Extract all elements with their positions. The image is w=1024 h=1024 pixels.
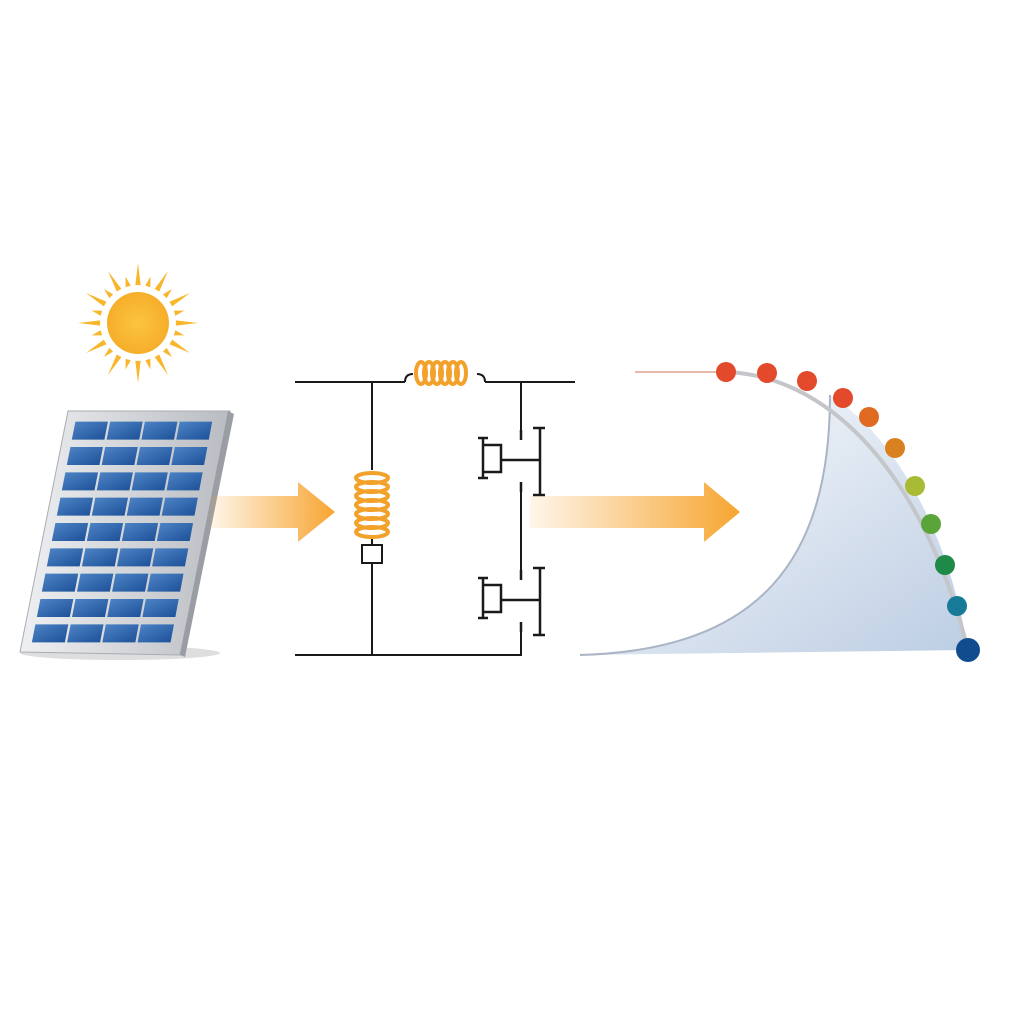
solar-cell — [72, 598, 109, 618]
sun-ray — [125, 358, 131, 370]
solar-cell — [91, 497, 129, 516]
solar-cell — [31, 624, 69, 643]
sun-ray — [145, 358, 151, 370]
mosfet-icon — [478, 566, 545, 637]
solar-cell — [107, 598, 144, 618]
solar-cell — [61, 472, 99, 491]
solar-cell — [56, 497, 94, 516]
sun-ray — [78, 320, 101, 326]
solar-cell — [41, 573, 79, 592]
arrow-right-icon — [530, 482, 740, 542]
solar-cell — [36, 598, 74, 618]
solar-cell — [176, 421, 213, 440]
power-curve — [579, 362, 980, 662]
solar-cell — [142, 598, 179, 618]
sun-ray — [145, 276, 151, 288]
solar-cell — [156, 522, 194, 542]
solar-cell — [46, 548, 84, 567]
solar-cell — [67, 624, 104, 643]
solar-cell — [71, 421, 108, 440]
sun-ray — [169, 293, 190, 307]
sun-ray — [125, 276, 131, 288]
curve-point — [905, 476, 925, 496]
curve-point — [947, 596, 967, 616]
solar-cell — [121, 522, 159, 542]
sun-ray — [108, 354, 122, 375]
mosfet-icon — [478, 426, 545, 497]
solar-cell — [171, 446, 208, 466]
sun-ray — [135, 263, 141, 286]
curve-point — [859, 407, 879, 427]
sun-ray — [86, 293, 107, 307]
solar-cell — [126, 497, 163, 516]
sun-ray — [173, 310, 185, 316]
solar-cell — [106, 421, 143, 440]
sun-ray — [162, 289, 172, 299]
curve-point — [757, 363, 777, 383]
converter-circuit — [295, 381, 575, 656]
solar-cell — [116, 548, 154, 567]
arrow-right-icon — [210, 482, 335, 542]
solar-cell — [96, 472, 133, 491]
sun-ray — [162, 347, 172, 357]
sun-ray — [91, 330, 103, 336]
curve-point — [833, 388, 853, 408]
solar-cell — [161, 497, 198, 516]
curve-point — [956, 638, 980, 662]
inductor-icon — [404, 360, 486, 386]
solar-cell — [81, 548, 119, 567]
sun-ray — [135, 360, 141, 383]
solar-cell — [136, 446, 173, 466]
sun-ray — [154, 271, 168, 292]
sun-ray — [173, 330, 185, 336]
sun-ray — [108, 271, 122, 292]
solar-cell — [147, 573, 184, 592]
solar-cell — [66, 446, 103, 466]
solar-cell — [141, 421, 178, 440]
solar-cell — [137, 624, 174, 643]
solar-cell — [101, 446, 138, 466]
solar-cell — [86, 522, 124, 542]
solar-panel-icon — [19, 410, 234, 660]
solar-cell — [131, 472, 168, 491]
sun-ray — [91, 310, 103, 316]
curve-point — [935, 555, 955, 575]
solar-cell — [51, 522, 89, 542]
curve-point — [797, 371, 817, 391]
sun-icon — [78, 263, 198, 383]
inductor-icon — [354, 471, 390, 539]
sun-ray — [86, 339, 107, 353]
solar-cell — [76, 573, 114, 592]
curve-point — [716, 362, 736, 382]
sun-ray — [154, 354, 168, 375]
sun-ray — [175, 320, 198, 326]
sun-ray — [104, 289, 114, 299]
sun-ray — [104, 347, 114, 357]
solar-cell — [112, 573, 149, 592]
curve-point — [885, 438, 905, 458]
sun-ray — [169, 339, 190, 353]
solar-cell — [152, 548, 189, 567]
solar-cell — [166, 472, 203, 491]
solar-cell — [102, 624, 139, 643]
curve-point — [921, 514, 941, 534]
